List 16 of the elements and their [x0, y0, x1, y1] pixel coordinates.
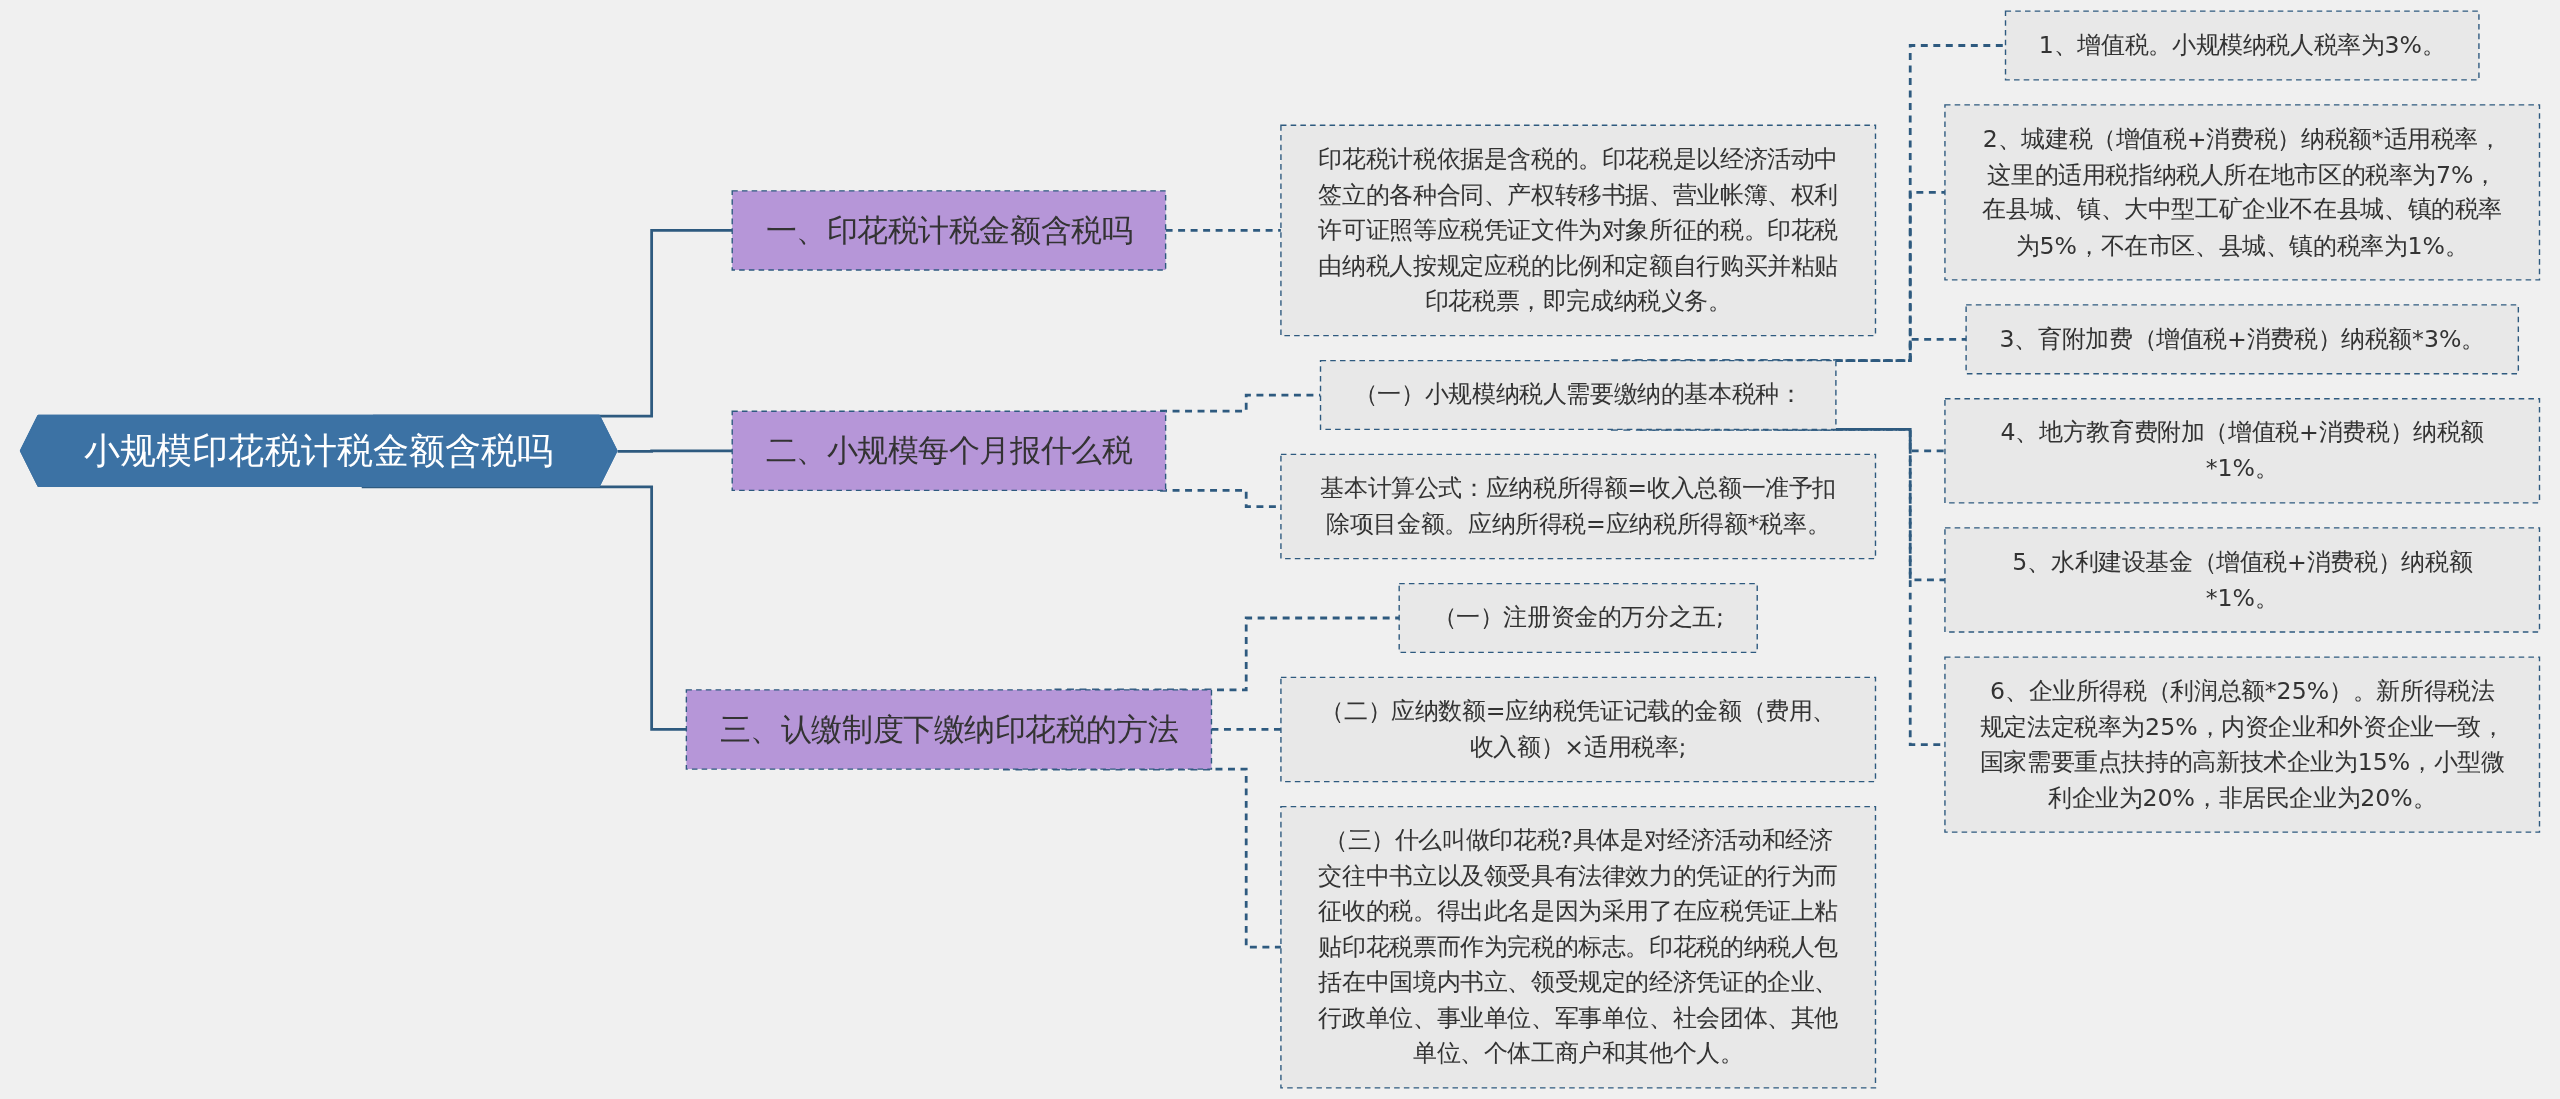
node-box: 1、增值税。小规模纳税人税率为3%。	[2004, 10, 2480, 81]
node-box: （三）什么叫做印花税?具体是对经济活动和经济交往中书立以及领受具有法律效力的凭证的行为而征收的税。得出此名是因为采用了在应税凭证上粘贴印花税票而作为完税的标志。印花税的纳税人包括在中国境内书立、领受规定的经济凭证的企业、行政单位、事业单位、军事单位、社会团体、其他单位、个体工商户和其他个人。	[1280, 805, 1877, 1089]
node-box: 3、育附加费（增值税+消费税）纳税额*3%。	[1965, 304, 2520, 375]
node-box: （一）小规模纳税人需要缴纳的基本税种：	[1319, 359, 1837, 431]
node-box: 5、水利建设基金（增值税+消费税）纳税额*1%。	[1944, 527, 2541, 633]
node-box: 基本计算公式：应纳税所得额=收入总额一准予扣除项目金额。应纳所得税=应纳税所得额*税率。	[1280, 453, 1877, 560]
node-box: 6、企业所得税（利润总额*25%）。新所得税法规定法定税率为25%，内资企业和外资企业一致，国家需要重点扶持的高新技术企业为15%，小型微利企业为20%，非居民企业为20%。	[1944, 656, 2541, 833]
node-box: 一、印花税计税金额含税吗	[731, 190, 1167, 271]
node-box: 印花税计税依据是含税的。印花税是以经济活动中签立的各种合同、产权转移书据、营业帐簿、权利许可证照等应税凭证文件为对象所征的税。印花税由纳税人按规定应税的比例和定额自行购买并粘贴印花税票，即完成纳税义务。	[1280, 124, 1877, 337]
node-box: （二）应纳数额=应纳税凭证记载的金额（费用、收入额）×适用税率;	[1280, 676, 1877, 783]
node-box: （一）注册资金的万分之五;	[1398, 582, 1758, 654]
node-box: 二、小规模每个月报什么税	[731, 410, 1167, 492]
node-box: 三、认缴制度下缴纳印花税的方法	[685, 689, 1213, 770]
connector	[1165, 229, 1283, 232]
node-box: 4、地方教育费附加（增值税+消费税）纳税额*1%。	[1944, 398, 2541, 504]
node-box: 2、城建税（增值税+消费税）纳税额*适用税率，这里的适用税指纳税人所在地市区的税率为7%，在县城、镇、大中型工矿企业不在县城、镇的税率为5%，不在市区、县城、镇的税率为1%。	[1944, 104, 2541, 281]
